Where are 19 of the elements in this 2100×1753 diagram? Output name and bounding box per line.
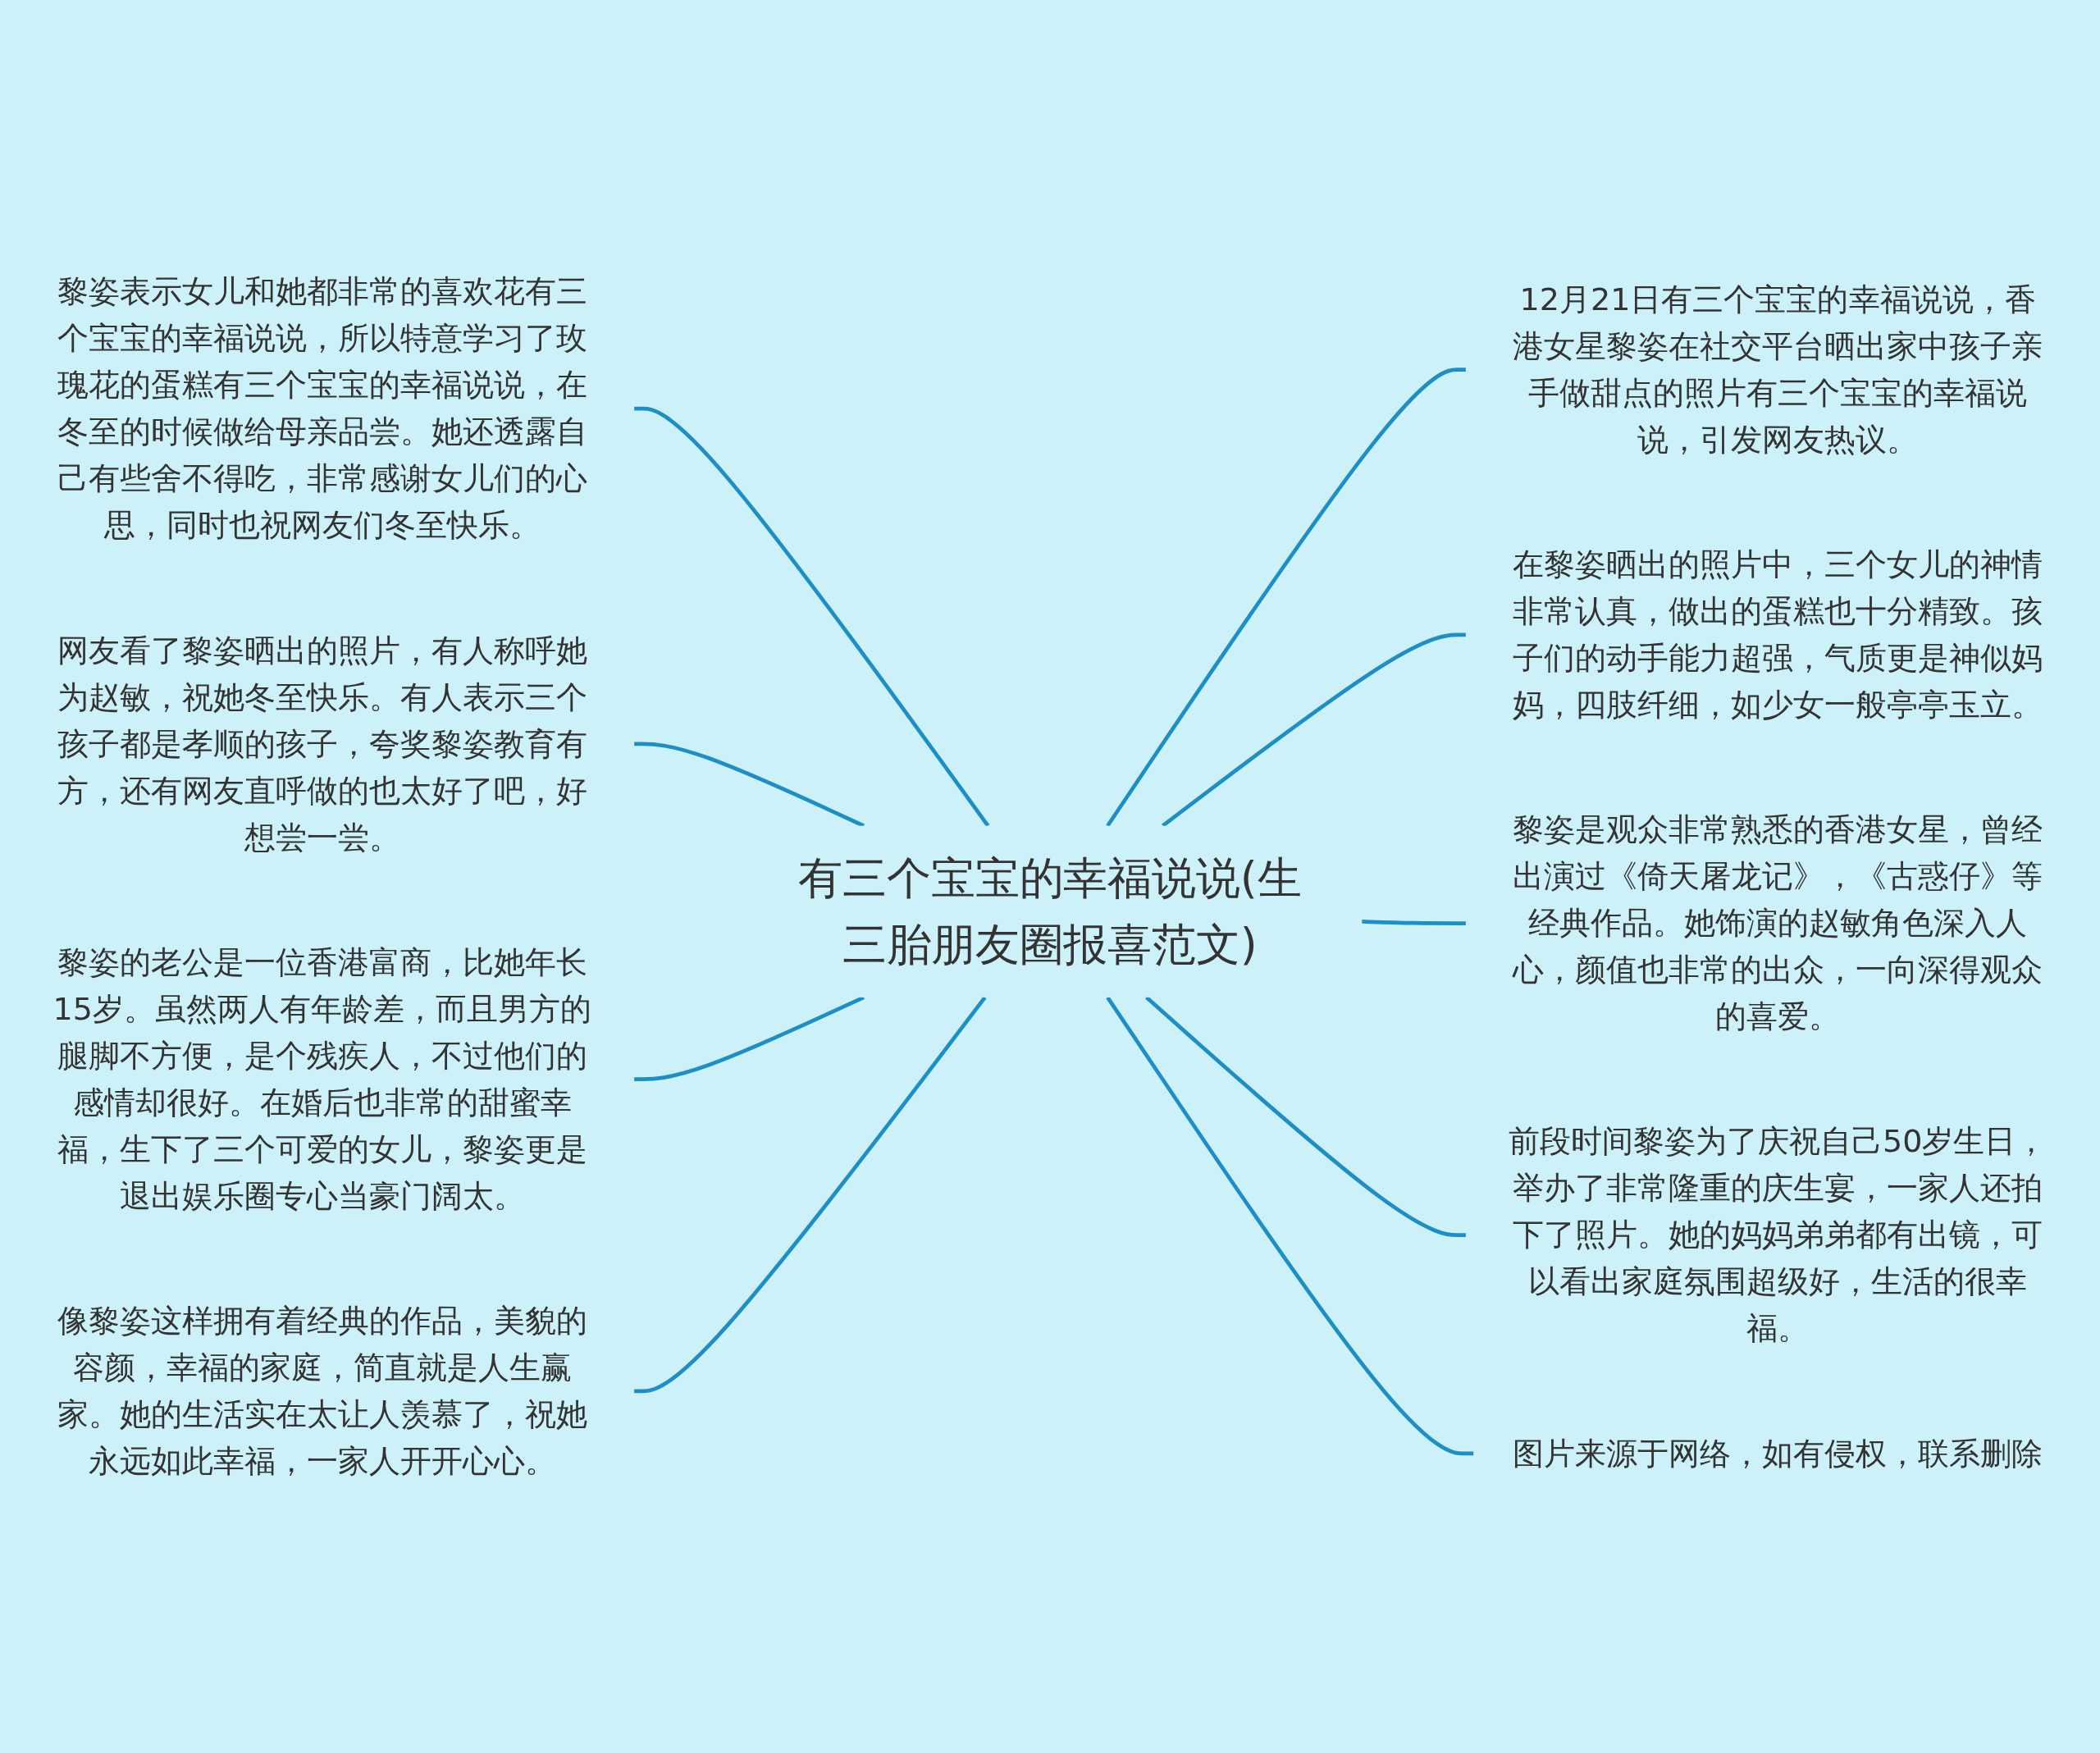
node-text: 像黎姿这样拥有着经典的作品，美貌的容颜，幸福的家庭，简直就是人生赢家。她的生活实在太让人羡慕了，祝她永远如此幸福，一家人开开心心。 <box>57 1303 588 1480</box>
node-text: 黎姿表示女儿和她都非常的喜欢花有三个宝宝的幸福说说，所以特意学习了玫瑰花的蛋糕有三个宝宝的幸福说说，在冬至的时候做给母亲品尝。她还透露自己有些舍不得吃，非常感谢女儿们的心思，同时也祝网友们冬至快乐。 <box>57 273 588 544</box>
connector <box>634 995 865 1081</box>
node-text: 有三个宝宝的幸福说说(生三胎朋友圈报喜范文) <box>798 851 1302 970</box>
connector <box>1106 367 1466 828</box>
node-text: 在黎姿晒出的照片中，三个女儿的神情非常认真，做出的蛋糕也十分精致。孩子们的动手能力超强，气质更是神似妈妈，四肢纤细，如少女一般亭亭玉立。 <box>1512 546 2043 724</box>
node-text: 前段时间黎姿为了庆祝自己50岁生日，举办了非常隆重的庆生宴，一家人还拍下了照片。她的妈妈弟弟都有出镜，可以看出家庭氛围超级好，生活的很幸福。 <box>1508 1123 2048 1347</box>
node-text: 12月21日有三个宝宝的幸福说说，香港女星黎姿在社交平台晒出家中孩子亲手做甜点的照片有三个宝宝的幸福说说，引发网友热议。 <box>1512 281 2043 459</box>
connector <box>1145 996 1466 1238</box>
connector <box>634 406 990 828</box>
connector <box>1362 920 1466 925</box>
connector <box>634 996 987 1394</box>
node-text: 黎姿的老公是一位香港富商，比她年长15岁。虽然两人有年龄差，而且男方的腿脚不方便，是个残疾人，不过他们的感情却很好。在婚后也非常的甜蜜幸福，生下了三个可爱的女儿，黎姿更是退出娱乐圈专心当豪门阔太。 <box>52 943 592 1215</box>
connector <box>1162 632 1466 828</box>
node-text: 图片来源于网络，如有侵权，联系删除 <box>1512 1435 2043 1472</box>
connector <box>634 742 865 828</box>
connector <box>1106 996 1474 1456</box>
node-text: 黎姿是观众非常熟悉的香港女星，曾经出演过《倚天屠龙记》，《古惑仔》等经典作品。她饰演的赵敏角色深入人心，颜值也非常的出众，一向深得观众的喜爱。 <box>1512 811 2043 1035</box>
node-text: 网友看了黎姿晒出的照片，有人称呼她为赵敏，祝她冬至快乐。有人表示三个孩子都是孝顺的孩子，夸奖黎姿教育有方，还有网友直呼做的也太好了吧，好想尝一尝。 <box>57 632 588 856</box>
